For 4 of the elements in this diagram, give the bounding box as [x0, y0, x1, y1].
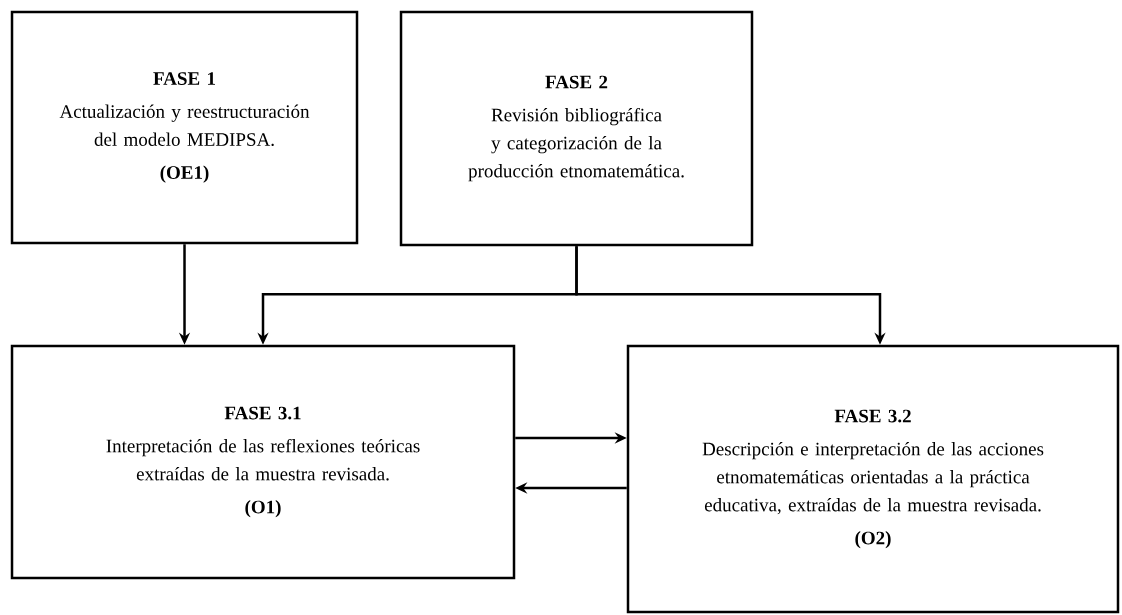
- phase-box: FASE 3.1 Interpretación de las reflexiones teóricas extraídas de la muestra revisada. (O1): [10, 344, 516, 580]
- phase-box: FASE 3.2 Descripción e interpretación de las acciones etnomatemáticas orientadas a la práctica educativa, extraídas de la muestra revisada. (O2): [626, 344, 1120, 614]
- phase-box: FASE 2 Revisión bibliográfica y categorización de la producción etnomatemática.: [399, 10, 754, 247]
- phase-box: FASE 1 Actualización y reestructuración del modelo MEDIPSA. (OE1): [10, 10, 359, 245]
